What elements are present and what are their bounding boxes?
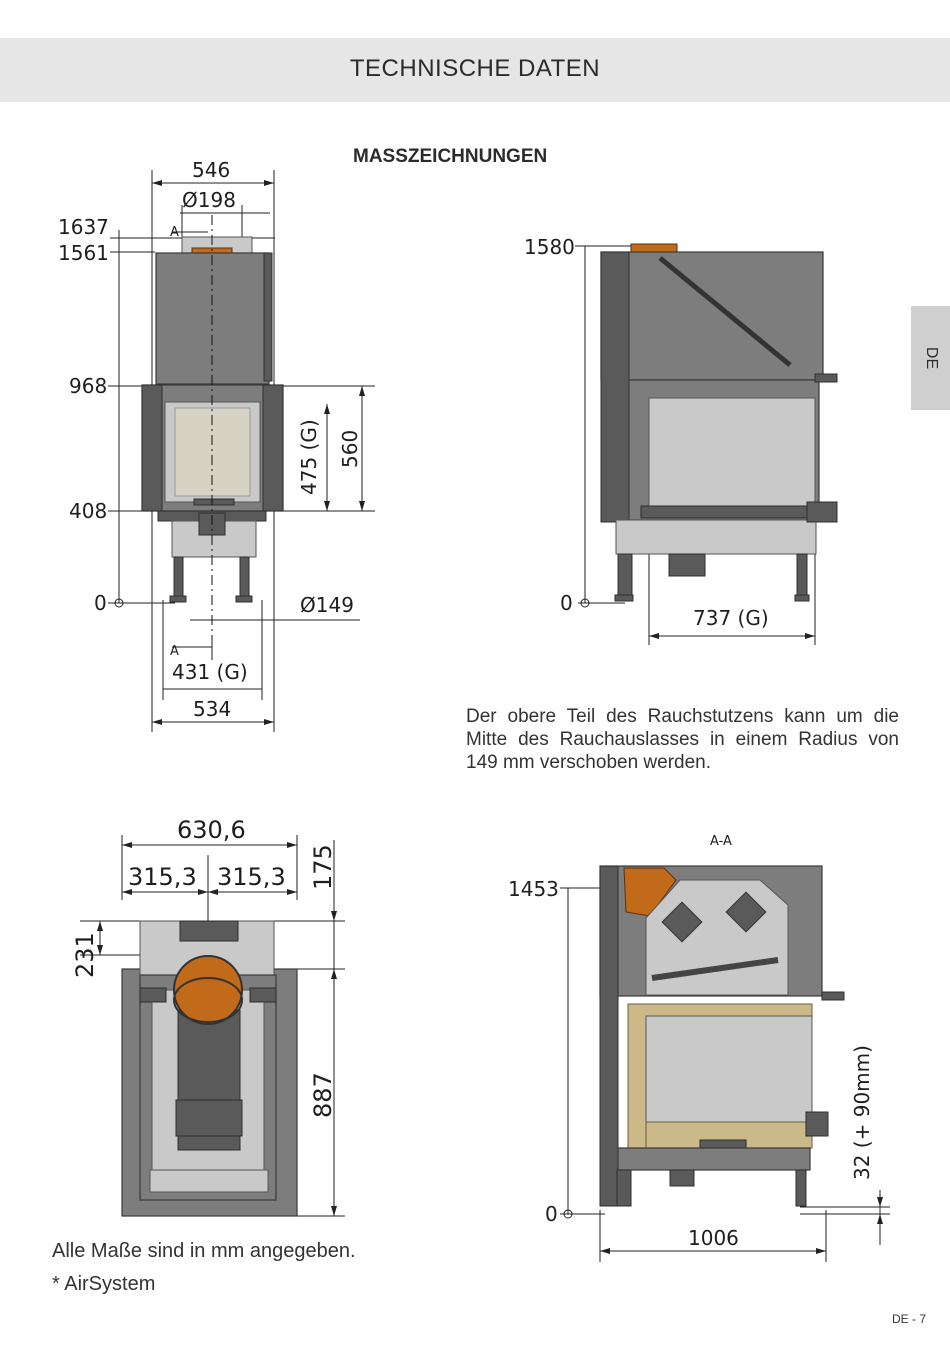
top-width-total: 630,6	[177, 816, 246, 844]
section-marker-bottom: A	[170, 644, 179, 659]
units-note: Alle Maße sind in mm angegeben.	[52, 1240, 356, 1262]
section-depth-total: 1006	[688, 1226, 739, 1250]
airsystem-note: * AirSystem	[52, 1273, 156, 1295]
side-height-zero: 0	[560, 591, 573, 615]
top-offset-flue: 231	[71, 932, 99, 978]
page-number: DE - 7	[891, 1312, 926, 1326]
page-title: TECHNISCHE DATEN	[349, 55, 601, 82]
top-depth: 887	[309, 1072, 337, 1118]
front-flue-diameter: Ø198	[182, 188, 236, 212]
section-leg-adjust: 32 (+ 90mm)	[850, 1045, 874, 1180]
flue-shift-note: Der obere Teil des Rauchstutzens kann um…	[466, 706, 899, 773]
front-width-top: 546	[192, 158, 230, 182]
header-band	[0, 38, 950, 102]
section-title: MASSZEICHNUNGEN	[353, 146, 548, 167]
language-tab: DE	[911, 306, 950, 410]
front-height-door-bottom: 408	[69, 499, 107, 523]
front-shift-radius: Ø149	[300, 593, 354, 617]
top-half-left: 315,3	[128, 863, 197, 891]
side-glass-depth: 737 (G)	[693, 606, 769, 630]
top-offset-top: 175	[309, 844, 337, 890]
front-height-body-top: 1561	[58, 241, 109, 265]
front-glass-width: 431 (G)	[172, 660, 248, 684]
front-height-door-top: 968	[69, 374, 107, 398]
section-label: A-A	[710, 834, 732, 849]
front-height-zero: 0	[94, 591, 107, 615]
section-height-zero: 0	[545, 1202, 558, 1226]
top-half-right: 315,3	[217, 863, 286, 891]
front-height-max: 1637	[58, 215, 109, 239]
section-marker-top: A	[170, 225, 179, 240]
front-glass-height: 475 (G)	[297, 419, 321, 495]
front-width-bottom: 534	[193, 697, 231, 721]
front-door-height: 560	[338, 430, 362, 468]
side-height-top: 1580	[524, 235, 575, 259]
section-height-flue: 1453	[508, 877, 559, 901]
